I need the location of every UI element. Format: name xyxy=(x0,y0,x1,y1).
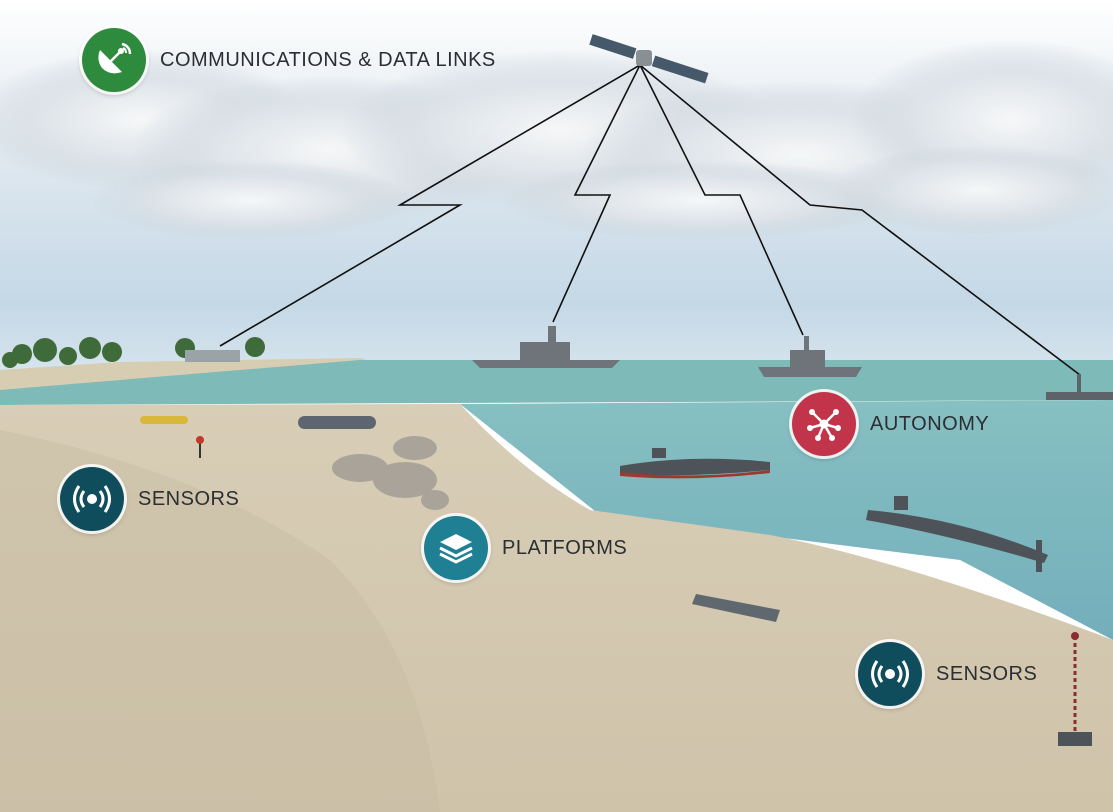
ballistic-submarine xyxy=(866,496,1048,572)
sensors-left-label: SENSORS xyxy=(138,487,240,510)
seabed-uuv xyxy=(692,594,780,622)
stacked-layers-icon xyxy=(424,516,488,580)
satellite xyxy=(589,34,709,84)
callout-communications: COMMUNICATIONS & DATA LINKS xyxy=(82,28,496,92)
network-nodes-icon xyxy=(792,392,856,456)
seafloor-marker xyxy=(196,436,204,458)
water-column xyxy=(460,400,1113,640)
broadcast-signal-icon xyxy=(858,642,922,706)
cloud-bank xyxy=(0,40,1113,240)
sensors-right-label: SENSORS xyxy=(936,662,1038,685)
data-link-lines xyxy=(219,64,1081,376)
callout-sensors-left: SENSORS xyxy=(60,467,239,531)
patrol-vessel xyxy=(758,336,862,377)
frigate xyxy=(472,326,620,368)
attack-submarine xyxy=(620,448,770,479)
callout-autonomy: AUTONOMY xyxy=(792,392,989,456)
seabed-slope-shade xyxy=(0,430,440,812)
communications-label: COMMUNICATIONS & DATA LINKS xyxy=(160,48,496,71)
sensor-mooring xyxy=(1058,632,1092,746)
small-uuv xyxy=(140,416,188,424)
broadcast-signal-icon xyxy=(60,467,124,531)
platforms-label: PLATFORMS xyxy=(502,536,628,559)
shore-station xyxy=(185,350,240,362)
callout-platforms: PLATFORMS xyxy=(424,516,627,580)
satellite-dish-icon xyxy=(82,28,146,92)
rock-outcrop xyxy=(332,436,449,510)
surface-buoy xyxy=(1046,374,1113,400)
tree-line xyxy=(2,337,265,368)
autonomy-label: AUTONOMY xyxy=(870,412,990,435)
callout-sensors-right: SENSORS xyxy=(858,642,1037,706)
uuv-shallow xyxy=(298,416,376,429)
